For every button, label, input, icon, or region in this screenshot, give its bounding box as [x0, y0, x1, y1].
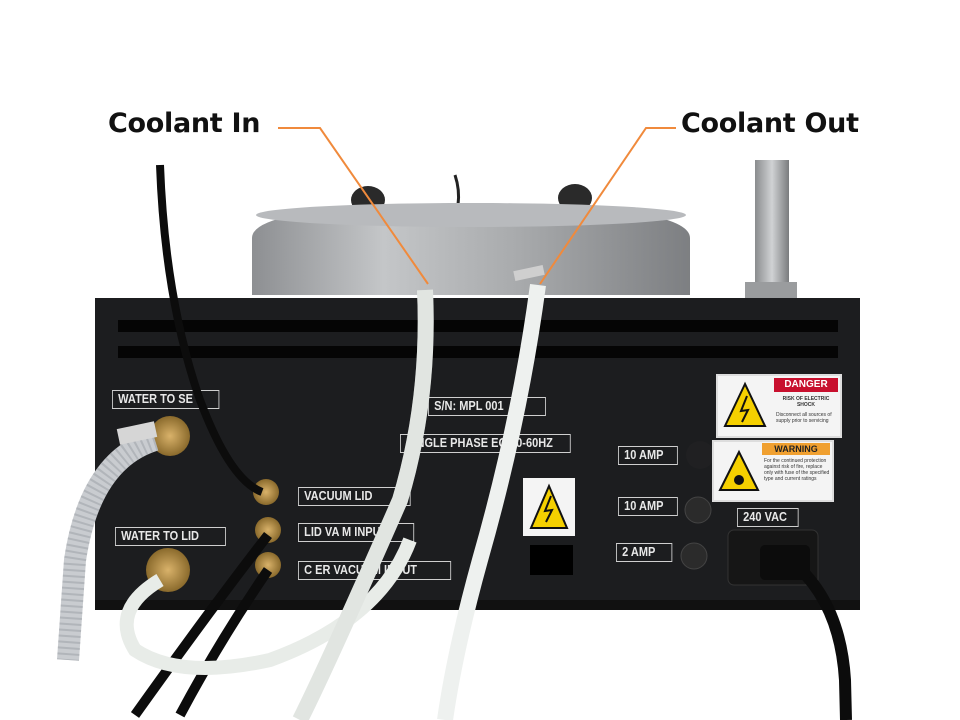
- hazard-triangle-icon: [529, 483, 569, 529]
- black-vacuum-line: [175, 567, 273, 718]
- label-fuse-10-amp: 10 AMP: [618, 497, 678, 516]
- label-water-to-base: WATER TO SE: [112, 390, 220, 409]
- label-fuse-10-amp: 10 AMP: [618, 446, 678, 465]
- fuse-holder: [680, 542, 708, 570]
- brass-fitting: [150, 416, 190, 456]
- label-water-to-lid: WATER TO LID: [115, 527, 226, 546]
- warning-text: For the continued protection against ris…: [764, 458, 830, 482]
- danger-text: RISK OF ELECTRIC SHOCK: [782, 396, 830, 408]
- electric-shock-icon: [723, 381, 767, 427]
- vertical-rod: [755, 160, 789, 285]
- clear-water-hose: [119, 537, 417, 675]
- label-vacuum-lid: VACUUM LID: [298, 487, 411, 506]
- danger-subtext: Disconnect all sources of supply prior t…: [776, 412, 832, 424]
- coolant-in-tube: [292, 289, 434, 720]
- warning-title: WARNING: [762, 443, 830, 455]
- coolant-out-leader: [539, 127, 676, 285]
- coolant-in-callout: Coolant In: [108, 108, 261, 139]
- fire-hazard-icon: [718, 449, 760, 491]
- power-cord: [786, 555, 852, 720]
- danger-title: DANGER: [774, 378, 838, 392]
- coolant-in-leader: [278, 127, 429, 285]
- black-vacuum-line: [156, 164, 264, 496]
- warning-sticker: WARNING For the continued protection aga…: [712, 440, 834, 502]
- fuse-holder: [684, 496, 712, 524]
- hose-clamp: [513, 264, 545, 282]
- brass-fitting: [253, 479, 279, 505]
- label-fuse-2-amp: 2 AMP: [616, 543, 673, 562]
- label-240-vac: 240 VAC: [737, 508, 799, 527]
- coolant-out-callout: Coolant Out: [681, 108, 859, 139]
- black-vacuum-line: [130, 531, 272, 718]
- coolant-out-tube: [437, 283, 546, 720]
- danger-sticker: DANGER RISK OF ELECTRIC SHOCK Disconnect…: [716, 374, 842, 438]
- braided-water-hose: [57, 429, 159, 661]
